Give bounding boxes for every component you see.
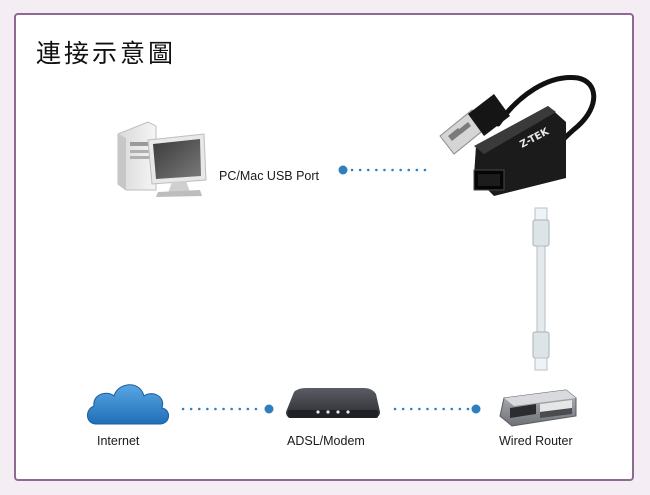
modem-label: ADSL/Modem [287, 434, 365, 448]
usb-ethernet-adapter-icon: Z-TEK [438, 66, 608, 206]
connector-pc-adapter [338, 164, 433, 176]
router-label: Wired Router [499, 434, 573, 448]
internet-label: Internet [97, 434, 140, 448]
cloud-icon [82, 376, 172, 428]
desktop-computer-icon [110, 112, 210, 198]
ethernet-cable-icon [524, 206, 558, 374]
connector-internet-modem [180, 403, 275, 415]
connector-modem-router [392, 403, 487, 415]
diagram-title: 連接示意圖 [36, 39, 177, 68]
modem-icon [284, 386, 382, 422]
router-icon [496, 384, 580, 428]
pc-label: PC/Mac USB Port [219, 169, 320, 183]
